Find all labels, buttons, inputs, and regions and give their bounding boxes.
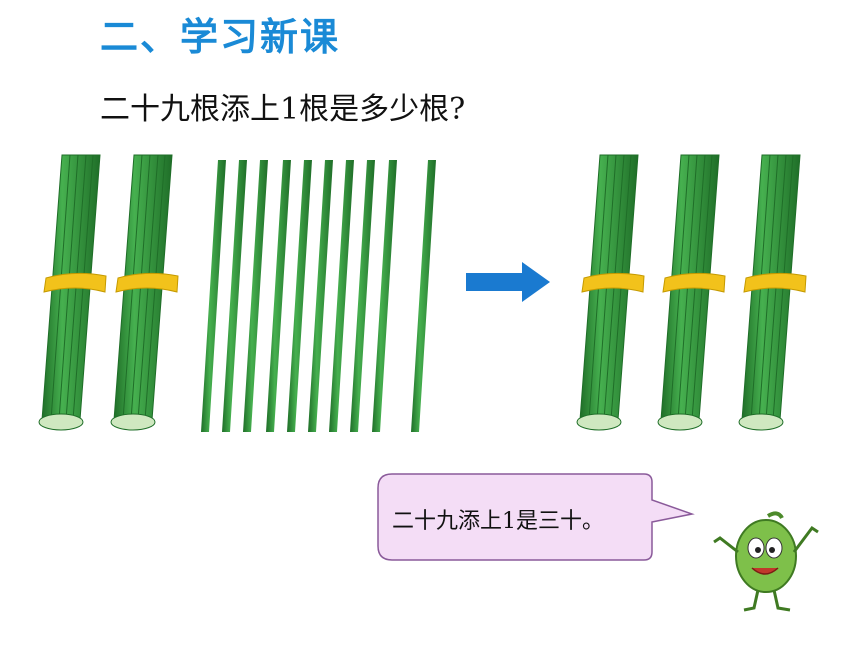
stick-bundle [738,154,807,431]
stick-bundle [576,154,645,431]
stick-bundle [38,154,107,431]
question-text: 二十九根添上1根是多少根? [100,92,466,127]
loose-sticks [201,160,436,432]
stick-bundle [110,154,179,431]
pepper-mascot-icon [713,511,819,612]
speech-bubble-text: 二十九添上1是三十。 [392,509,604,534]
speech-bubble [377,473,695,561]
stick-bundle [657,154,726,431]
right-arrow-icon [466,262,550,302]
lesson-heading: 二、学习新课 [100,15,341,59]
